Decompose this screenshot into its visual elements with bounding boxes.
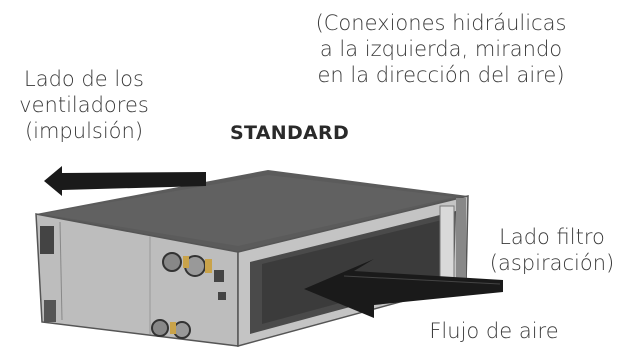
return-air-arrow xyxy=(304,259,503,318)
label-line: Lado de los xyxy=(24,67,144,91)
unit-top-panel-shade xyxy=(42,175,455,246)
model-title: STANDARD xyxy=(230,122,350,144)
note-line: a la izquierda, mirando xyxy=(319,37,563,61)
hydraulic-connections-note: (Conexiones hidráulicas a la izquierda, … xyxy=(276,10,606,88)
note-line: en la dirección del aire) xyxy=(317,63,565,87)
fan-side-label: Lado de los ventiladores (impulsión) xyxy=(6,66,162,144)
label-line: (impulsión) xyxy=(24,119,144,143)
note-line: (Conexiones hidráulicas xyxy=(315,11,567,35)
bracket-left-lower xyxy=(44,300,56,322)
bracket-left xyxy=(40,226,54,254)
label-line: ventiladores xyxy=(19,93,149,117)
filter-side-label: Lado filtro (aspiración) xyxy=(478,224,626,276)
hydraulic-connections-upper xyxy=(162,252,212,277)
label-line: (aspiración) xyxy=(489,251,615,275)
label-line: Lado filtro xyxy=(499,225,605,249)
hydraulic-connections-lower xyxy=(151,319,191,339)
supply-air-arrow-shape xyxy=(44,166,206,196)
airflow-label: Flujo de aire xyxy=(429,319,559,343)
